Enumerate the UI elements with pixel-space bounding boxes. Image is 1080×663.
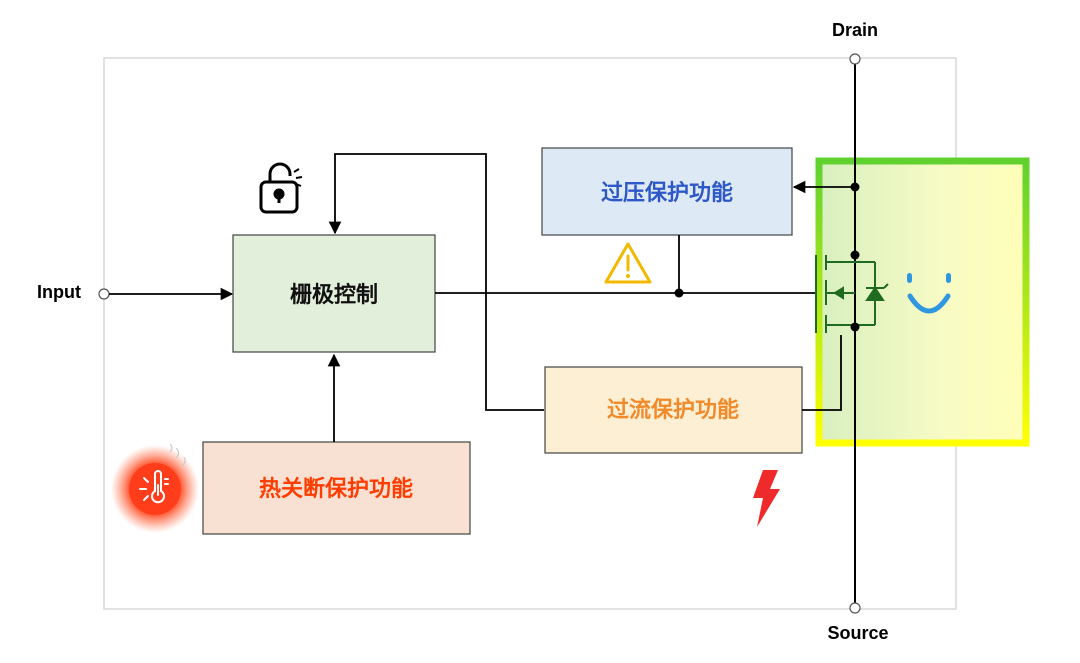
- source-terminal: [849, 602, 861, 614]
- input-terminal: [98, 288, 110, 300]
- source-label: Source: [827, 623, 888, 643]
- unlocked-padlock-icon: [259, 162, 303, 214]
- gate-control-label: 栅极控制: [290, 282, 378, 308]
- lightning-bolt-icon: [753, 470, 780, 527]
- thermometer-hot-icon: [111, 443, 199, 533]
- overcurrent-feedback-wire: [328, 153, 544, 411]
- mosfet-source-dot: [850, 322, 860, 332]
- gate-control-block: [232, 234, 436, 353]
- drain-label: Drain: [832, 20, 878, 40]
- thermal-shutdown-block: [202, 441, 471, 535]
- overcurrent-label: 过流保护功能: [607, 397, 739, 423]
- thermal-shutdown-label: 热关断保护功能: [259, 476, 413, 502]
- current-sense-wire: [802, 335, 842, 411]
- mosfet-drain-dot: [850, 250, 860, 260]
- mosfet-highlight-area: [815, 157, 1030, 447]
- drain-sense-dot: [850, 182, 860, 192]
- mosfet-symbol: [815, 255, 889, 333]
- overvoltage-block: [541, 147, 793, 236]
- overvoltage-label: 过压保护功能: [601, 180, 733, 206]
- overcurrent-block: [544, 366, 803, 454]
- drain-terminal: [849, 53, 861, 65]
- smile-icon: [907, 273, 951, 314]
- input-label: Input: [37, 282, 81, 302]
- warning-triangle-icon: [604, 242, 652, 284]
